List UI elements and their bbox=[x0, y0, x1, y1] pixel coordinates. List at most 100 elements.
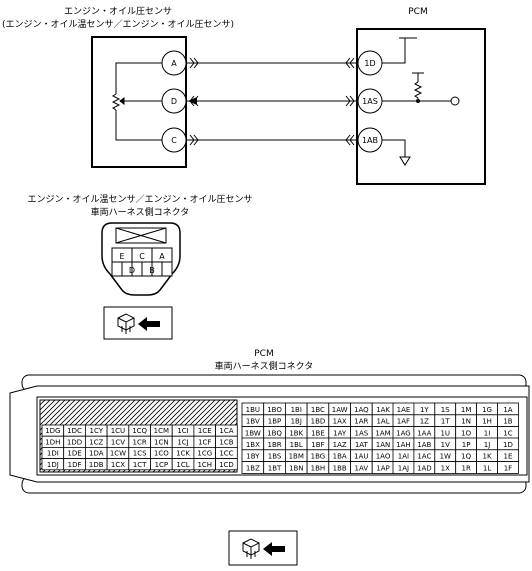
pin-label-1b: 1B bbox=[503, 418, 512, 426]
pin-label-1bx: 1BX bbox=[246, 441, 260, 449]
pcm-connector-title: PCM bbox=[254, 349, 273, 359]
pin-label-1ax: 1AX bbox=[333, 418, 347, 426]
pin-label-1bt: 1BT bbox=[268, 464, 282, 472]
sensor-subtitle: (エンジン・オイル温センサ／エンジン・オイル圧センサ) bbox=[2, 19, 234, 30]
pin-label-1ci: 1CI bbox=[177, 427, 188, 435]
pin-label-1cf: 1CF bbox=[198, 438, 211, 446]
pin-label-1cj: 1CJ bbox=[177, 438, 188, 446]
pin-label-1bq: 1BQ bbox=[267, 429, 282, 437]
pin-label-1ar: 1AR bbox=[354, 418, 368, 426]
pin-label-1ah: 1AH bbox=[396, 441, 411, 449]
pin-label-1bs: 1BS bbox=[268, 453, 282, 461]
pin-label-1h: 1H bbox=[482, 418, 492, 426]
pin-label-1bo: 1BO bbox=[267, 406, 282, 414]
pin-label-1am: 1AM bbox=[375, 429, 390, 437]
pin-label-1cs: 1CS bbox=[133, 450, 147, 458]
pin-label-1s: 1S bbox=[441, 406, 450, 414]
pin-label-1cr: 1CR bbox=[133, 438, 147, 446]
pin-label-1cu: 1CU bbox=[111, 427, 125, 435]
pin-label-1ba: 1BA bbox=[333, 453, 347, 461]
pin-cell bbox=[497, 461, 519, 474]
pin-label-1bi: 1BI bbox=[291, 406, 302, 414]
pin-label-1dg: 1DG bbox=[45, 427, 60, 435]
pin-label-1at: 1AT bbox=[355, 441, 369, 449]
pin-label-1cg: 1CG bbox=[197, 450, 212, 458]
pin-label-1r: 1R bbox=[461, 464, 470, 472]
pin-label-1cl: 1CL bbox=[176, 461, 189, 469]
pin-label-1e: 1E bbox=[504, 453, 513, 461]
pin-label-1bn: 1BN bbox=[289, 464, 304, 472]
pin-label-1n: 1N bbox=[461, 418, 471, 426]
sensor-terminal-d: D bbox=[171, 97, 177, 106]
pin-label-1di: 1DI bbox=[47, 450, 59, 458]
pin-label-1bv: 1BV bbox=[246, 418, 260, 426]
pin-label-1ck: 1CK bbox=[176, 450, 190, 458]
sensor-internal-wiring bbox=[111, 62, 162, 141]
pin-label-1be: 1BE bbox=[311, 429, 325, 437]
pin-label-1ak: 1AK bbox=[376, 406, 390, 414]
sensor-connector-face: E C A D B bbox=[101, 222, 181, 296]
sensor-terminals: A D C bbox=[161, 50, 187, 153]
pin-label-1bj: 1BJ bbox=[291, 418, 302, 426]
pin-label-1ca: 1CA bbox=[219, 427, 233, 435]
pin-label-1ap: 1AP bbox=[376, 464, 389, 472]
pin-label-1c: 1C bbox=[503, 429, 512, 437]
sensor-terminal-a: A bbox=[171, 59, 177, 68]
sensor-pin-b: B bbox=[149, 266, 155, 275]
pin-label-1cv: 1CV bbox=[111, 438, 125, 446]
pcm-box bbox=[356, 28, 486, 185]
pin-label-1av: 1AV bbox=[355, 464, 369, 472]
pin-label-1bf: 1BF bbox=[311, 441, 324, 449]
pin-label-1ae: 1AE bbox=[397, 406, 411, 414]
pin-label-1cn: 1CN bbox=[154, 438, 169, 446]
pin-label-1cb: 1CB bbox=[219, 438, 233, 446]
pin-label-1m: 1M bbox=[461, 406, 472, 414]
pin-label-1de: 1DE bbox=[67, 450, 81, 458]
pin-label-1ch: 1CH bbox=[197, 461, 212, 469]
sensor-connector-subtitle: 車両ハーネス側コネクタ bbox=[91, 206, 190, 218]
pin-label-1da: 1DA bbox=[89, 450, 104, 458]
arrow-to-sensor-d bbox=[188, 97, 197, 105]
pin-label-1by: 1BY bbox=[246, 453, 260, 461]
sensor-pin-d: D bbox=[129, 266, 135, 275]
pcm-junction bbox=[416, 99, 420, 103]
pin-label-1ce: 1CE bbox=[198, 427, 212, 435]
pin-label-1ai: 1AI bbox=[398, 453, 409, 461]
pin-label-1bm: 1BM bbox=[289, 453, 304, 461]
pin-label-1ab: 1AB bbox=[417, 441, 431, 449]
pcm-terminal-1as: 1AS bbox=[362, 97, 378, 106]
pin-label-1ad: 1AD bbox=[417, 464, 432, 472]
harness-wires bbox=[186, 57, 358, 146]
pin-label-1as: 1AS bbox=[355, 429, 369, 437]
pin-label-1d: 1D bbox=[503, 441, 513, 449]
pin-label-1aq: 1AQ bbox=[354, 406, 369, 414]
pin-label-1bz: 1BZ bbox=[246, 464, 260, 472]
pin-label-1ag: 1AG bbox=[396, 429, 411, 437]
pin-label-1bb: 1BB bbox=[333, 464, 347, 472]
pin-label-1bc: 1BC bbox=[311, 406, 325, 414]
pin-label-1aa: 1AA bbox=[417, 429, 431, 437]
pin-label-1cx: 1CX bbox=[111, 461, 125, 469]
pin-label-1y: 1Y bbox=[420, 406, 429, 414]
pin-label-1bd: 1BD bbox=[311, 418, 326, 426]
pin-label-1f: 1F bbox=[504, 464, 512, 472]
pin-label-1br: 1BR bbox=[267, 441, 281, 449]
pin-label-1j: 1J bbox=[484, 441, 491, 449]
sensor-connector-title: エンジン・オイル温センサ／エンジン・オイル圧センサ bbox=[27, 194, 252, 205]
pin-label-1bk: 1BK bbox=[289, 429, 303, 437]
pcm-internal-circuit bbox=[382, 37, 460, 166]
pin-label-1l: 1L bbox=[483, 464, 491, 472]
pin-label-1cz: 1CZ bbox=[89, 438, 103, 446]
pin-label-1bg: 1BG bbox=[311, 453, 326, 461]
pin-label-1w: 1W bbox=[440, 453, 451, 461]
pin-label-1dj: 1DJ bbox=[47, 461, 59, 469]
pcm-title: PCM bbox=[408, 7, 427, 17]
pin-label-1p: 1P bbox=[462, 441, 471, 449]
